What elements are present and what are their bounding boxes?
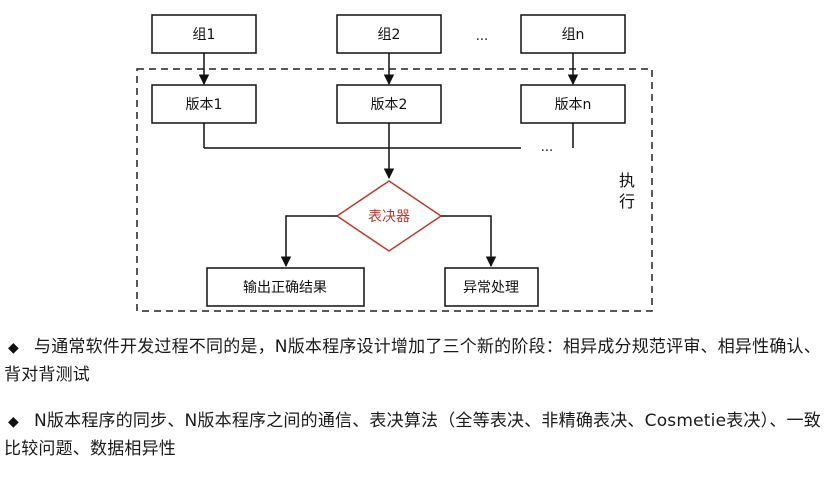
group-box-1: 组1 (151, 14, 257, 54)
execution-label-char-2: 行 (619, 192, 635, 211)
version-box-2: 版本2 (336, 84, 442, 124)
decision-label: 表决器 (368, 209, 410, 225)
output-exception-box: 异常处理 (444, 267, 539, 307)
version-label-1: 版本1 (186, 97, 223, 113)
version-box-n: 版本n (520, 84, 626, 124)
bullet-item-2: ◆N版本程序的同步、N版本程序之间的通信、表决算法（全等表决、非精确表决、Cos… (4, 408, 822, 463)
n-version-diagram: 组1 组2 ... 组n 版本1 版本2 版本n ... 表决器 (136, 14, 653, 312)
bullet-text-1: 与通常软件开发过程不同的是，N版本程序设计增加了三个新的阶段：相异成分规范评审、… (4, 337, 821, 385)
output-correct-box: 输出正确结果 (206, 267, 365, 307)
diamond-bullet-icon: ◆ (8, 414, 19, 430)
group-label-n: 组n (562, 27, 585, 43)
decision-diamond: 表决器 (335, 180, 443, 252)
output-correct-label: 输出正确结果 (243, 280, 327, 296)
diamond-bullet-icon: ◆ (8, 340, 19, 356)
merge-ellipsis: ... (541, 140, 553, 155)
version-label-2: 版本2 (371, 97, 408, 113)
bullet-text-2: N版本程序的同步、N版本程序之间的通信、表决算法（全等表决、非精确表决、Cosm… (4, 411, 821, 459)
group-box-n: 组n (520, 14, 626, 54)
arrow-decision-to-output (280, 215, 337, 268)
group-ellipsis: ... (476, 29, 488, 44)
bullet-item-1: ◆与通常软件开发过程不同的是，N版本程序设计增加了三个新的阶段：相异成分规范评审… (4, 334, 822, 389)
version-box-1: 版本1 (151, 84, 257, 124)
output-exception-label: 异常处理 (463, 280, 519, 296)
execution-boundary (136, 68, 653, 312)
group-label-1: 组1 (193, 27, 216, 43)
arrow-decision-to-exception (441, 215, 497, 268)
group-box-2: 组2 (336, 14, 442, 54)
group-label-2: 组2 (378, 27, 401, 43)
execution-label-char-1: 执 (619, 171, 635, 190)
version-label-n: 版本n (555, 97, 592, 113)
bullet-list: ◆与通常软件开发过程不同的是，N版本程序设计增加了三个新的阶段：相异成分规范评审… (4, 334, 822, 482)
